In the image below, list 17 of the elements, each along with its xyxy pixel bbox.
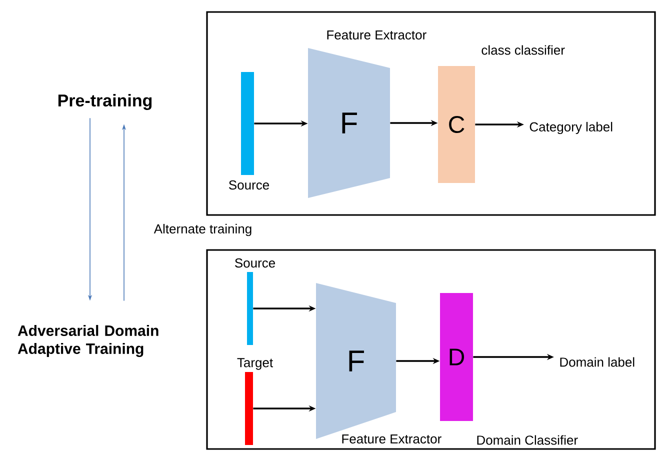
caption-text: class classifier [482,45,565,55]
panel-frame [206,11,656,216]
panel-frame [206,249,656,450]
classifier-block: C [438,66,475,183]
caption-text: Domain Classifier [477,435,578,445]
annotation-text: Alternate training [154,224,252,236]
trapezoid-block: F [308,48,390,198]
caption-text: Source [229,180,270,190]
heading-text: Pre-training [58,94,152,110]
caption-text: Target [237,358,273,370]
caption-text: Source [235,258,276,268]
classifier-block: D [440,293,473,421]
output-label: Category label [530,122,612,134]
caption-text: Feature Extractor [327,30,426,40]
caption-text: Feature Extractor [342,434,442,444]
output-label: Domain label [560,357,634,367]
heading-text: Adversarial Domain Adaptive Training [18,324,158,358]
